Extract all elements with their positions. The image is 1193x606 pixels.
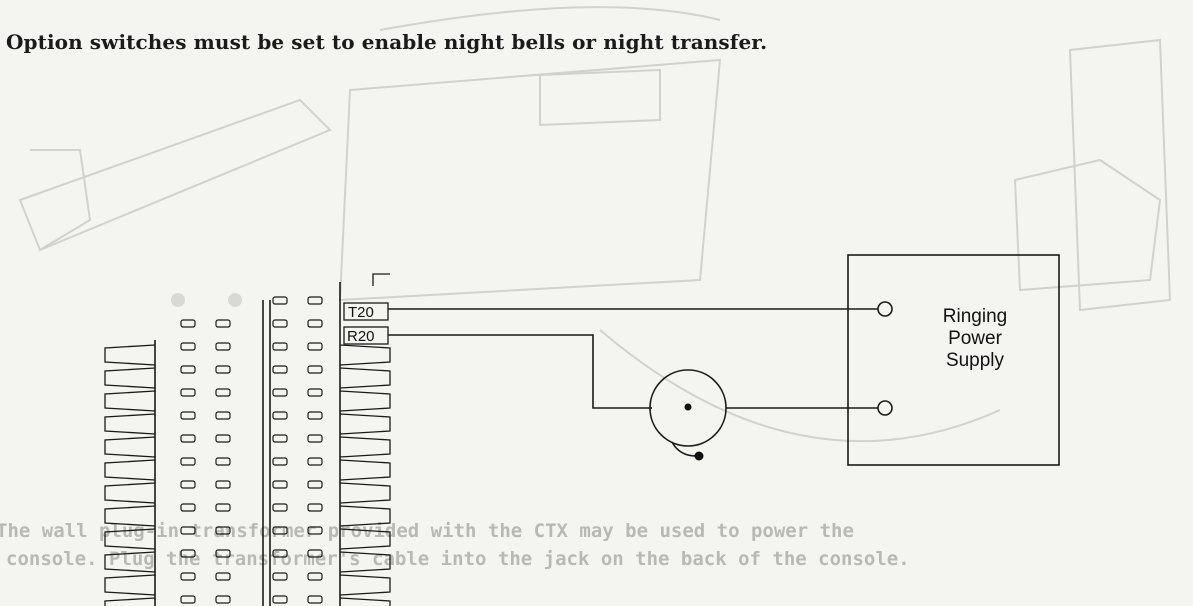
terminal-slot	[307, 457, 323, 466]
terminal-slot	[180, 595, 196, 604]
terminal-slot	[272, 526, 288, 535]
right-terminal-clip	[339, 574, 391, 596]
terminal-t20-label: T20	[348, 304, 374, 321]
right-terminal-clip	[339, 505, 391, 527]
right-terminal-clip	[339, 459, 391, 481]
terminal-slot	[180, 319, 196, 328]
terminal-slot	[307, 388, 323, 397]
terminal-slot	[215, 503, 231, 512]
terminal-slot	[307, 434, 323, 443]
terminal-slot	[307, 365, 323, 374]
terminal-slot	[215, 342, 231, 351]
terminal-slot	[215, 388, 231, 397]
left-terminal-clip	[104, 528, 156, 550]
terminal-slots	[180, 296, 323, 604]
left-terminal-clip	[104, 390, 156, 412]
right-terminal-clip	[339, 482, 391, 504]
terminal-slot	[307, 572, 323, 581]
terminal-slot	[307, 411, 323, 420]
terminal-slot	[307, 503, 323, 512]
faded-paragraph-line-2: console. Plug the transformer's cable in…	[6, 548, 910, 570]
left-terminal-clip	[104, 482, 156, 504]
terminal-slot	[272, 503, 288, 512]
terminal-slot	[272, 549, 288, 558]
right-terminal-clip	[339, 528, 391, 550]
terminal-slot	[215, 457, 231, 466]
left-terminal-clip	[104, 459, 156, 481]
terminal-r20-label: R20	[347, 328, 375, 345]
left-terminal-clips	[104, 344, 156, 606]
terminal-slot	[272, 480, 288, 489]
terminal-slot	[180, 434, 196, 443]
terminal-slot	[272, 434, 288, 443]
terminal-slot	[180, 480, 196, 489]
terminal-slot	[272, 365, 288, 374]
terminal-slot	[215, 572, 231, 581]
right-terminal-clip	[339, 344, 391, 366]
terminal-slot	[215, 411, 231, 420]
right-terminal-clip	[339, 413, 391, 435]
faded-paragraph-line-1: The wall plug-in transformer provided wi…	[0, 520, 854, 542]
right-terminal-clip	[339, 551, 391, 573]
terminal-slot	[307, 526, 323, 535]
terminal-slot	[307, 319, 323, 328]
terminal-slot	[180, 365, 196, 374]
terminal-slot	[307, 549, 323, 558]
terminal-slot	[215, 434, 231, 443]
left-terminal-clip	[104, 551, 156, 573]
terminal-slot	[180, 411, 196, 420]
terminal-slot	[272, 411, 288, 420]
right-terminal-clip	[339, 390, 391, 412]
terminal-slot	[180, 572, 196, 581]
terminal-block: T20 R20	[104, 273, 391, 606]
supply-label-line-1: Ringing	[943, 306, 1007, 327]
terminal-slot	[215, 549, 231, 558]
left-terminal-clip	[104, 597, 156, 606]
terminal-slot	[180, 549, 196, 558]
instruction-text: Option switches must be set to enable ni…	[6, 30, 768, 54]
left-terminal-clip	[104, 505, 156, 527]
terminal-slot	[272, 342, 288, 351]
terminal-slot	[272, 595, 288, 604]
terminal-slot	[272, 457, 288, 466]
terminal-slot	[307, 342, 323, 351]
terminal-slot	[180, 342, 196, 351]
terminal-slot	[180, 526, 196, 535]
terminal-slot	[180, 388, 196, 397]
terminal-slot	[180, 503, 196, 512]
night-bell-symbol	[649, 369, 727, 461]
terminal-slot	[272, 572, 288, 581]
supply-label-line-3: Supply	[946, 350, 1005, 371]
supply-label-line-2: Power	[948, 328, 1003, 349]
terminal-slot	[272, 296, 288, 305]
terminal-slot	[215, 319, 231, 328]
right-terminal-clip	[339, 436, 391, 458]
terminal-slot	[272, 388, 288, 397]
right-terminal-clip	[339, 597, 391, 606]
terminal-slot	[180, 457, 196, 466]
ghost-illustration	[18, 6, 1172, 443]
terminal-slot	[215, 480, 231, 489]
right-terminal-clip	[339, 367, 391, 389]
terminal-slot	[215, 595, 231, 604]
left-terminal-clip	[104, 413, 156, 435]
terminal-slot	[307, 296, 323, 305]
left-terminal-clip	[104, 367, 156, 389]
ringing-power-supply: Ringing Power Supply	[847, 254, 1060, 466]
right-terminal-clips	[339, 344, 391, 606]
left-terminal-clip	[104, 436, 156, 458]
left-terminal-clip	[104, 574, 156, 596]
terminal-slot	[215, 526, 231, 535]
terminal-slot	[307, 480, 323, 489]
ring-wire-to-bell	[388, 334, 652, 409]
terminal-slot	[272, 319, 288, 328]
terminal-slot	[307, 595, 323, 604]
terminal-t20-box	[343, 302, 389, 321]
terminal-slot	[215, 365, 231, 374]
left-terminal-clip	[104, 344, 156, 366]
